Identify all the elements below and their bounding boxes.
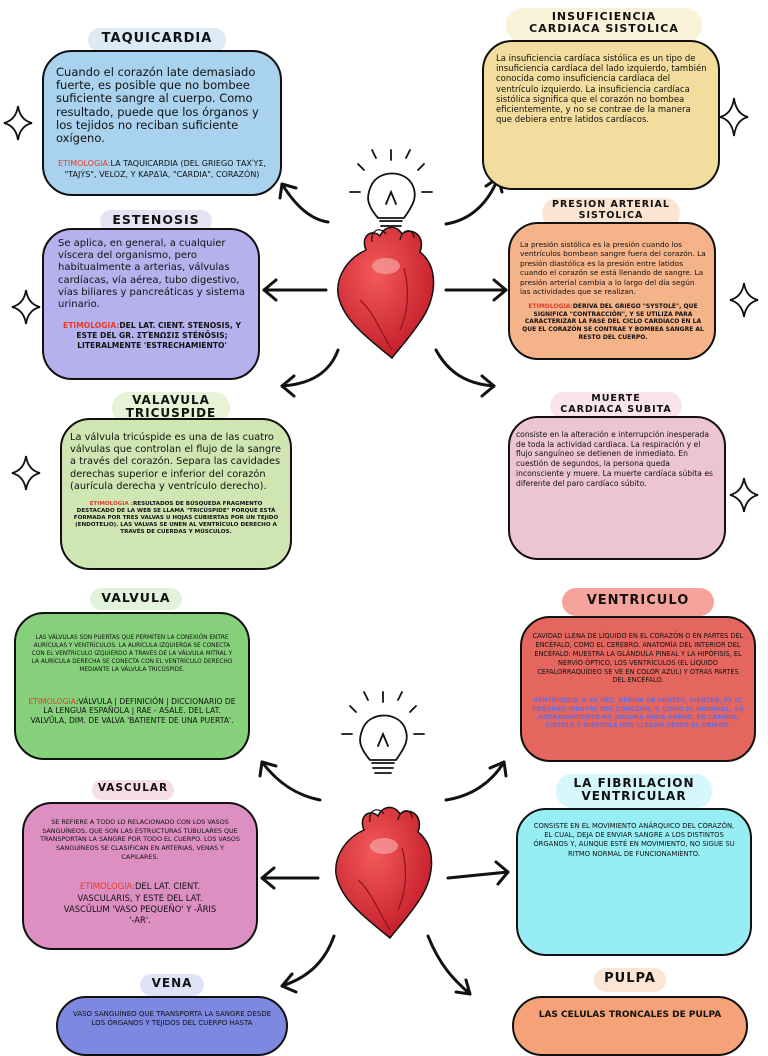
muerte-text: consiste en la alteración e interrupción… <box>516 430 713 488</box>
ventriculo-card: CAVIDAD LLENA DE LÍQUIDO EN EL CORAZÓN O… <box>520 616 756 762</box>
valvula-card: LAS VÁLVULAS SON PUERTAS QUE PERMITEN LA… <box>14 612 250 760</box>
estenosis-title: ESTENOSIS <box>100 210 212 232</box>
muerte-title-line1: MUERTE <box>591 393 641 404</box>
tricuspide-etymology: ETIMOLOGIA :RESULTADOS DE BÚSQUEDA FRAGM… <box>70 501 282 536</box>
valvula-title: VALVULA <box>90 588 182 610</box>
presion-etymology: ETIMOLOGIA:DERIVA DEL GRIEGO "SYSTOLE", … <box>520 303 706 342</box>
fibrilacion-text: CONSISTE EN EL MOVIMIENTO ANÁRQUICO DEL … <box>533 822 735 858</box>
ventriculo-text: CAVIDAD LLENA DE LÍQUIDO EN EL CORAZÓN O… <box>532 632 744 685</box>
tricuspide-title-line1: VALAVULA <box>132 393 210 407</box>
taquicardia-title: TAQUICARDIA <box>88 28 226 52</box>
insuficiencia-text: La insuficiencia cardíaca sistólica es u… <box>496 54 707 126</box>
etymology-label: ETIMOLOGIA: <box>63 321 120 331</box>
etymology-text: DERIVA DEL GRIEGO "SYSTOLE", QUE SIGNIFI… <box>522 302 704 341</box>
sparkle-icon <box>719 97 749 137</box>
estenosis-card: Se aplica, en general, a cualquier vísce… <box>42 228 260 380</box>
valvula-etymology: ETIMOLOGIA:VÁLVULA | DEFINICIÓN | DICCIO… <box>28 697 236 727</box>
fibrilacion-card: CONSISTE EN EL MOVIMIENTO ANÁRQUICO DEL … <box>516 808 752 956</box>
presion-card: La presión sistólica es la presión cuand… <box>508 222 716 360</box>
sparkle-icon <box>729 477 759 513</box>
ventriculo-etymology: VENTRÍCULO, A SU VEZ, DERIVA DE VENTER, … <box>532 697 744 730</box>
fibrilacion-title-line2: VENTRICULAR <box>581 789 687 804</box>
etymology-text: DEL LAT. CIENT. VASCULARIS, Y ESTE DEL L… <box>63 881 217 926</box>
muerte-card: consiste en la alteración e interrupción… <box>508 416 726 560</box>
tricuspide-card: La válvula tricúspide es una de las cuat… <box>60 418 292 570</box>
vascular-etymology: ETIMOLOGIA:DEL LAT. CIENT. VASCULARIS, Y… <box>38 881 242 926</box>
lightbulb-icon <box>341 691 425 774</box>
decorations <box>3 97 759 996</box>
pulpa-title: PULPA <box>594 968 666 992</box>
fibrilacion-title: LA FIBRILACION VENTRICULAR <box>556 774 712 808</box>
estenosis-text: Se aplica, en general, a cualquier vísce… <box>58 238 245 310</box>
muerte-title: MUERTE CARDIACA SUBITA <box>550 392 682 420</box>
etymology-label: ETIMOLOGIA: <box>79 881 135 892</box>
sparkle-icon <box>11 289 41 325</box>
heart-icon <box>335 806 433 940</box>
presion-title-line1: PRESION ARTERIAL <box>552 199 670 210</box>
etymology-text: :VÁLVULA | DEFINICIÓN | DICCIONARIO DE L… <box>30 696 236 726</box>
presion-title-line2: SISTOLICA <box>578 209 644 221</box>
arrow-icon <box>280 348 340 398</box>
muerte-title-line2: CARDIACA SUBITA <box>560 403 672 415</box>
taquicardia-etymology: ETIMOLOGIA:LA TAQUICARDIA (DEL GRIEGO ΤΑ… <box>56 159 268 180</box>
insuficiencia-card: La insuficiencia cardíaca sistólica es u… <box>482 40 720 190</box>
ventriculo-title: VENTRICULO <box>562 588 714 616</box>
etymology-label: ETIMOLOGIA: <box>57 159 111 169</box>
presion-text: La presión sistólica es la presión cuand… <box>520 240 706 297</box>
arrow-icon <box>260 866 320 890</box>
etymology-text: RESULTADOS DE BÚSQUEDA FRAGMENTO DESTACA… <box>73 501 279 536</box>
etymology-text: DEL LAT. CIENT. STENOSIS, Y ESTE DEL GR.… <box>76 321 241 350</box>
vena-card: VASO SANGUÍNEO QUE TRANSPORTA LA SANGRE … <box>56 996 288 1056</box>
tricuspide-text: La válvula tricúspide es una de las cuat… <box>70 432 281 492</box>
sparkle-icon <box>729 282 759 318</box>
fibrilacion-title-line1: LA FIBRILACION <box>573 776 695 790</box>
vascular-text: SE REFIERE A TODO LO RELACIONADO CON LOS… <box>40 818 240 861</box>
arrow-icon <box>434 348 496 398</box>
lightbulb-icon <box>349 149 433 232</box>
arrow-icon <box>262 278 328 302</box>
arrow-icon <box>426 934 472 996</box>
arrow-icon <box>444 176 504 226</box>
etymology-text: LA TAQUICARDIA (DEL GRIEGO ΤΑΧΎΣ, "TAJÝS… <box>64 159 267 179</box>
heart-icon <box>337 226 435 360</box>
taquicardia-text: Cuando el corazón late demasiado fuerte,… <box>56 65 259 146</box>
arrow-icon <box>444 760 508 802</box>
vena-text: VASO SANGUÍNEO QUE TRANSPORTA LA SANGRE … <box>72 1010 272 1028</box>
etymology-label: ETIMOLOGIA <box>28 696 76 706</box>
tricuspide-title-line2: TRICUSPIDE <box>125 406 217 421</box>
sparkle-icon <box>3 105 33 141</box>
insuficiencia-title: INSUFICIENCIA CARDIACA SISTOLICA <box>506 8 702 42</box>
sparkle-icon <box>11 455 41 491</box>
taquicardia-card: Cuando el corazón late demasiado fuerte,… <box>42 50 282 196</box>
vena-title: VENA <box>140 974 204 996</box>
insuficiencia-title-line2: CARDIACA SISTOLICA <box>529 22 679 36</box>
insuficiencia-title-line1: INSUFICIENCIA <box>551 10 657 23</box>
arrow-icon <box>444 278 508 302</box>
estenosis-etymology: ETIMOLOGIA:DEL LAT. CIENT. STENOSIS, Y E… <box>54 321 250 351</box>
etymology-label: ETIMOLOGIA: <box>528 302 573 310</box>
arrow-icon <box>278 182 330 224</box>
arrow-icon <box>258 760 322 802</box>
arrow-icon <box>446 860 510 886</box>
valvula-text: LAS VÁLVULAS SON PUERTAS QUE PERMITEN LA… <box>31 635 233 674</box>
pulpa-text: LAS CELULAS TRONCALES DE PULPA <box>538 1010 722 1020</box>
etymology-label: ETIMOLOGIA : <box>89 501 133 508</box>
pulpa-card: LAS CELULAS TRONCALES DE PULPA <box>512 996 748 1056</box>
arrow-icon <box>280 934 336 994</box>
vascular-title: VASCULAR <box>92 780 174 800</box>
vascular-card: SE REFIERE A TODO LO RELACIONADO CON LOS… <box>22 802 258 950</box>
